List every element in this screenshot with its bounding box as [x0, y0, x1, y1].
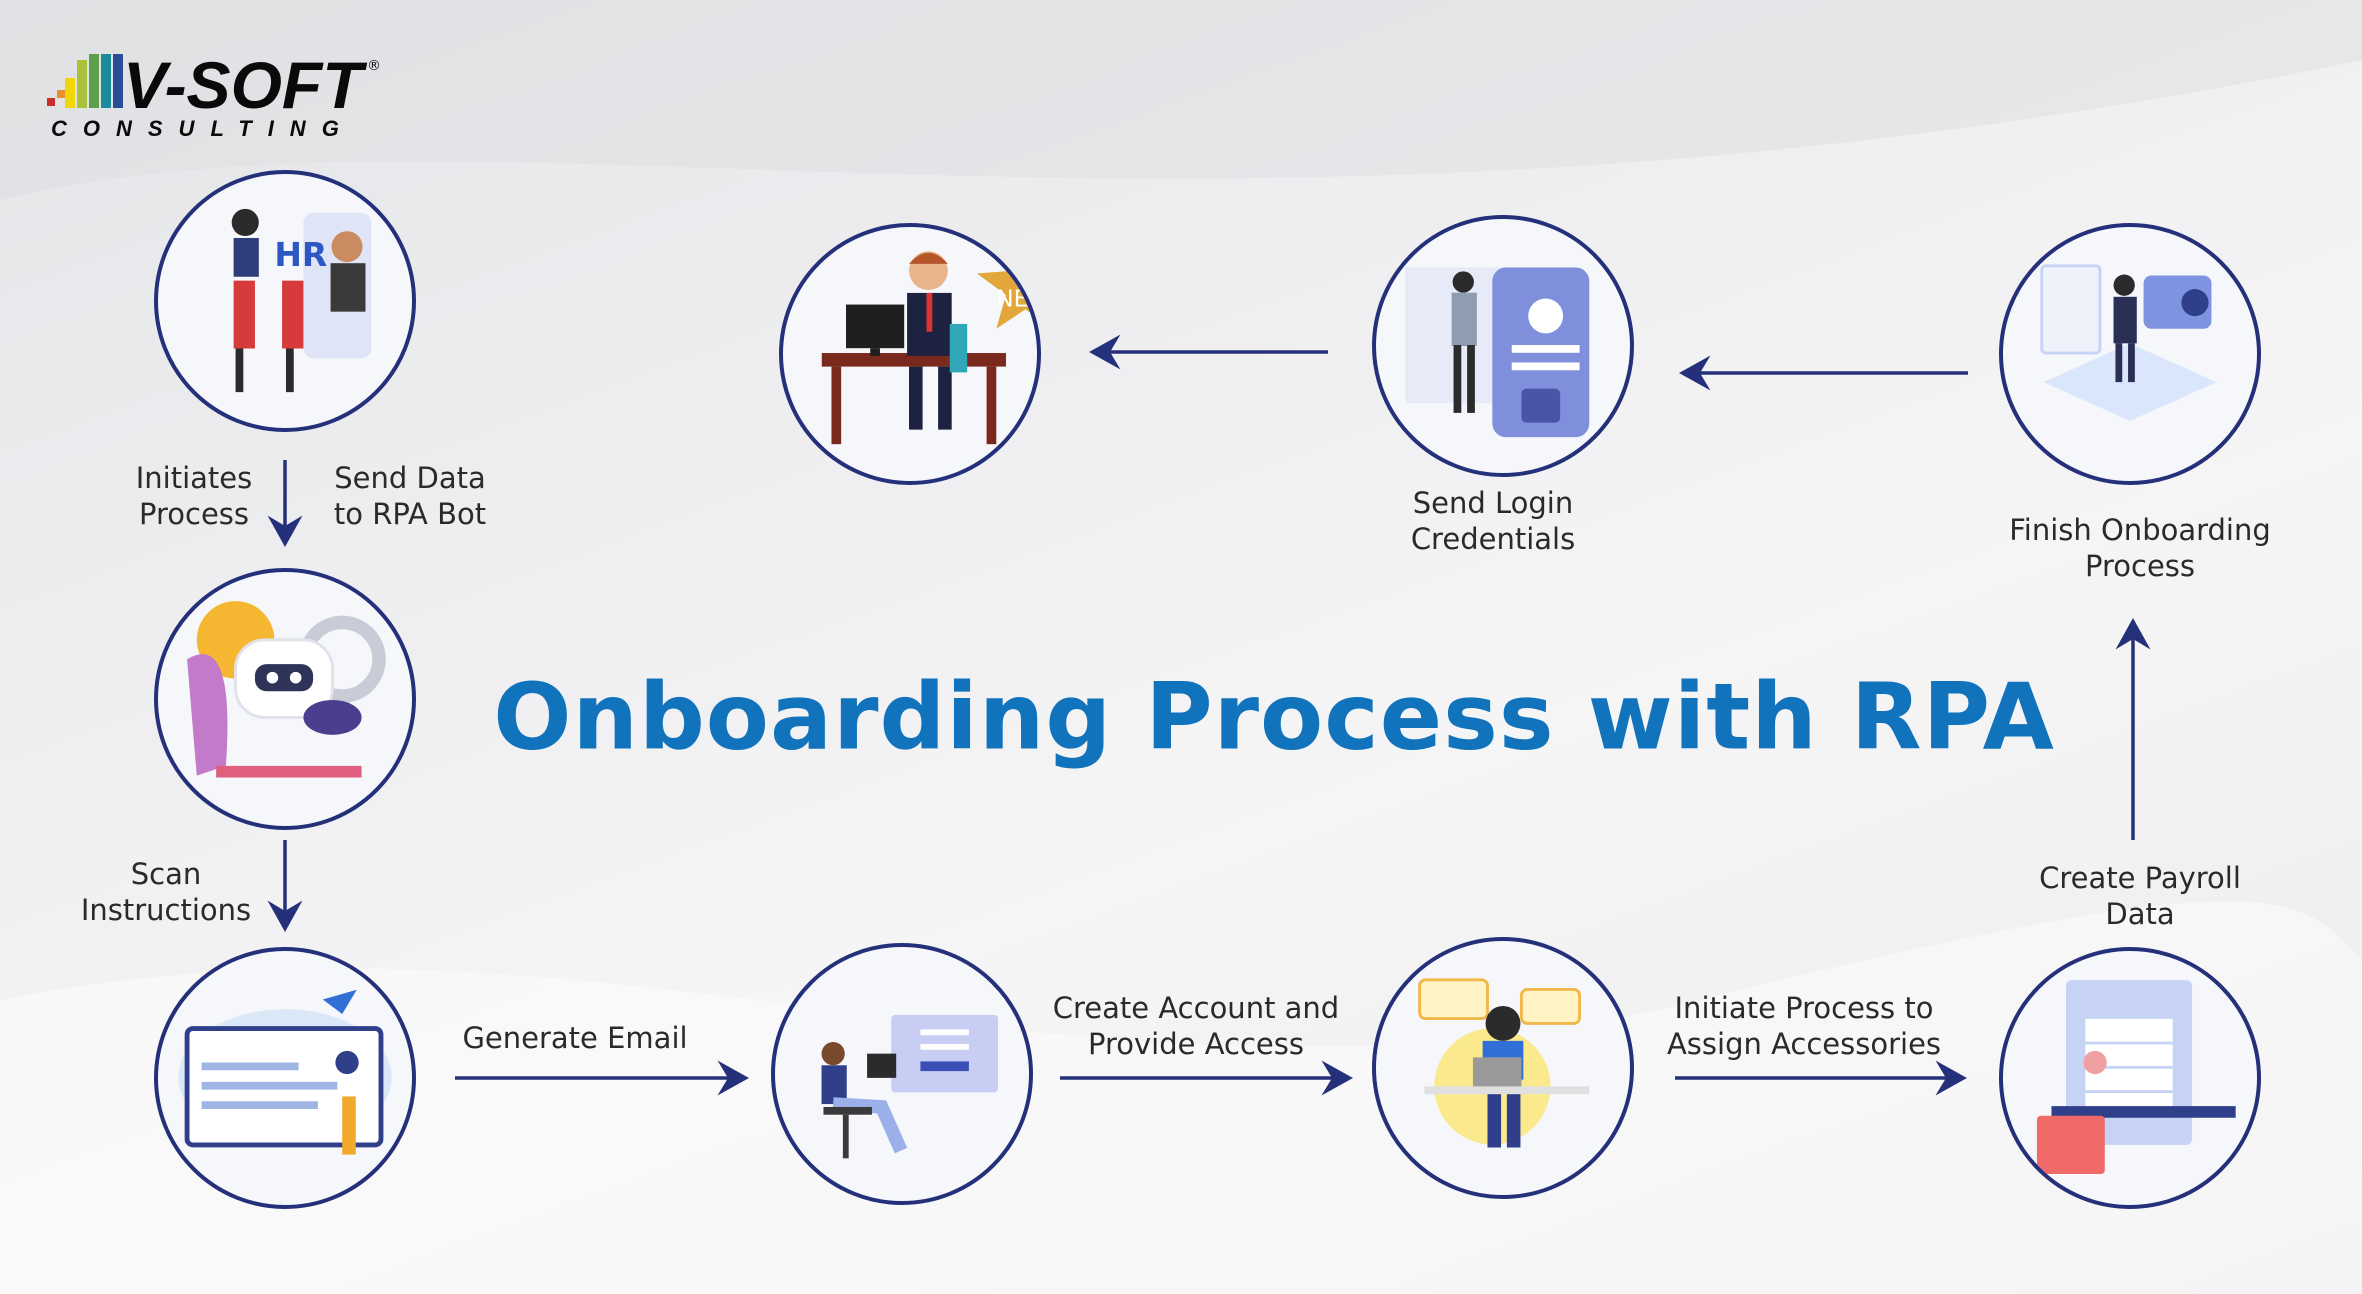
svg-text:V-SOFT: V-SOFT	[123, 48, 367, 122]
account-step-illustration	[771, 943, 1033, 1205]
payroll-step-illustration	[1999, 947, 2261, 1209]
page-title: Onboarding Process with RPA	[493, 663, 2055, 771]
svg-text:CONSULTING: CONSULTING	[51, 116, 355, 141]
rpa-bot-illustration	[154, 568, 416, 830]
new-employee-illustration: NEW	[779, 223, 1041, 485]
credentials-step-illustration	[1372, 215, 1634, 477]
finish-step-illustration	[1999, 223, 2261, 485]
label-generate-email: Generate Email	[462, 1021, 688, 1055]
vsoft-logo: V-SOFT ® CONSULTING	[45, 48, 385, 143]
hr-text: HR	[274, 235, 327, 274]
email-step-illustration	[154, 947, 416, 1209]
hr-step-illustration: HR	[154, 170, 416, 432]
svg-text:®: ®	[367, 58, 381, 74]
accessories-step-illustration	[1372, 937, 1634, 1199]
